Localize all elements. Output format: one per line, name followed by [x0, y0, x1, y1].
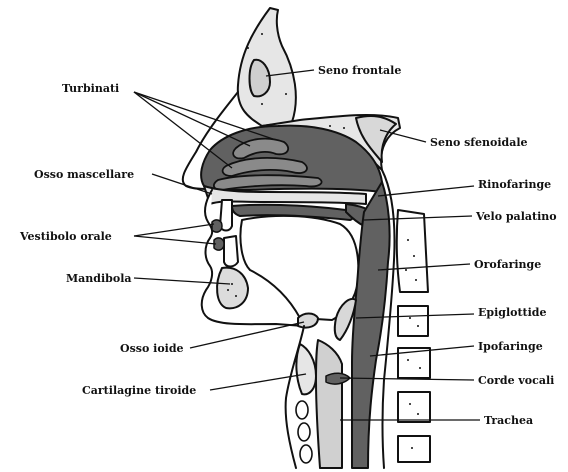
label-ipofaringe: Ipofaringe [478, 340, 543, 353]
label-seno-sfenoidale: Seno sfenoidale [430, 136, 528, 149]
label-orofaringe: Orofaringe [474, 258, 541, 271]
lower-incisor [224, 236, 238, 267]
label-mandibola: Mandibola [66, 272, 132, 285]
label-osso-mascellare: Osso mascellare [34, 168, 134, 181]
label-epiglottide: Epiglottide [478, 306, 547, 319]
label-cartilagine-tiroide: Cartilagine tiroide [82, 384, 196, 397]
label-vestibolo-orale: Vestibolo orale [19, 230, 112, 243]
label-turbinati: Turbinati [62, 82, 119, 95]
label-corde-vocali: Corde vocali [478, 374, 554, 387]
label-rinofaringe: Rinofaringe [478, 178, 551, 191]
label-osso-ioide: Osso ioide [120, 342, 184, 355]
label-seno-frontale: Seno frontale [318, 64, 401, 77]
label-trachea: Trachea [484, 414, 533, 427]
trachea-column [316, 340, 342, 468]
oral-vestibule-upper [212, 220, 222, 232]
label-velo-palatino: Velo palatino [475, 210, 557, 223]
hyoid-bone [298, 314, 318, 328]
